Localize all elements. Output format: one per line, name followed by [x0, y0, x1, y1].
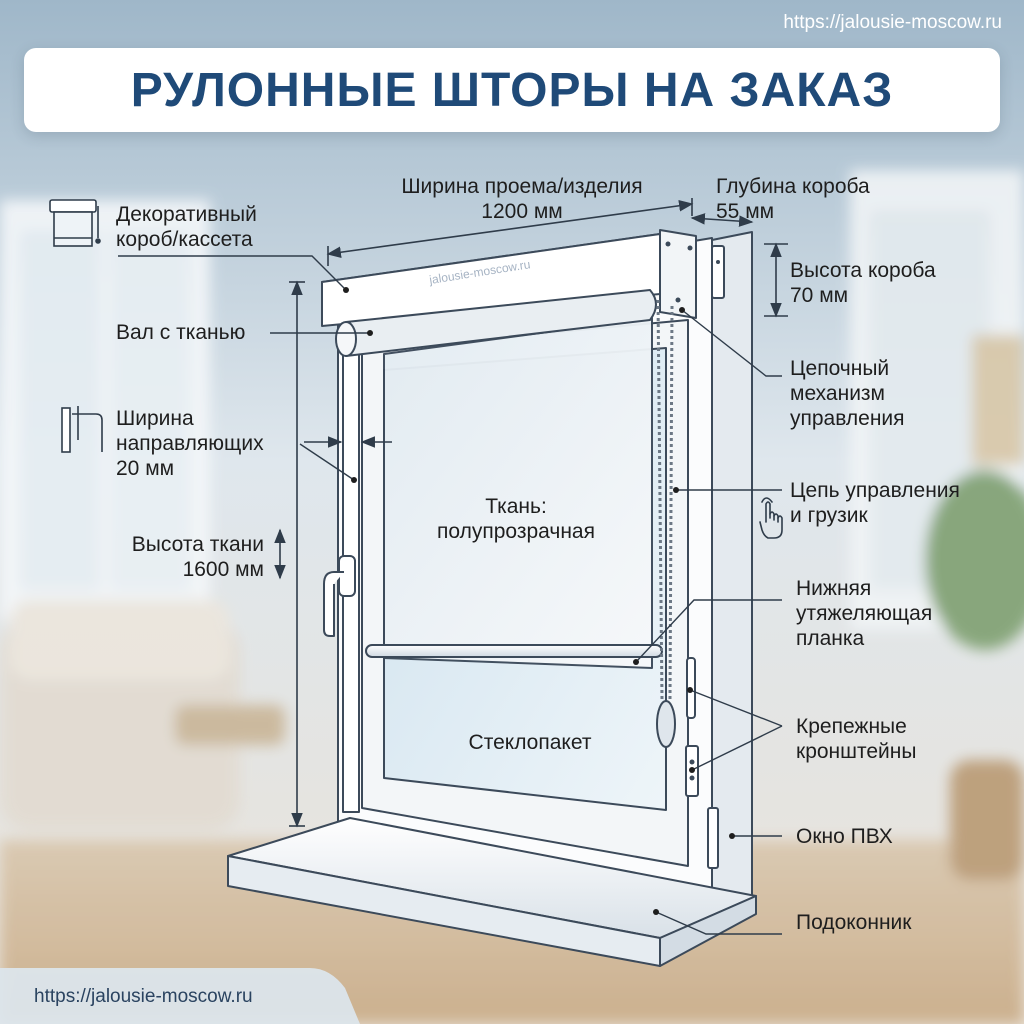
- leader-guide: [299, 443, 355, 481]
- label-fabric: Ткань:полупрозрачная: [437, 495, 595, 543]
- title-banner: РУЛОННЫЕ ШТОРЫ НА ЗАКАЗ: [24, 48, 1000, 132]
- window-handle: [323, 571, 344, 637]
- bottom-weight-bar: [365, 644, 663, 658]
- label-window-sill: Подоконник: [796, 911, 912, 934]
- control-chain-front: [656, 299, 664, 701]
- width-dimension-arrow: [326, 200, 694, 258]
- decor-box-icon: [49, 199, 101, 247]
- leader-chain-mech: [681, 309, 782, 377]
- page-title: РУЛОННЫЕ ШТОРЫ НА ЗАКАЗ: [130, 63, 894, 117]
- leader-decor-box: [118, 255, 347, 291]
- guide-width-icon: [61, 406, 103, 453]
- depth-dimension-arrow: [690, 213, 754, 227]
- touch-hand-icon: [759, 497, 783, 539]
- label-roller: Вал с тканью: [116, 321, 246, 344]
- leader-brackets-b: [691, 725, 783, 771]
- roller-tube-end: [335, 321, 357, 357]
- fixing-bracket-top: [711, 245, 725, 299]
- footer-band: [0, 968, 360, 1024]
- footer-url: https://jalousie-moscow.ru: [34, 986, 253, 1007]
- leader-bottom-bar: [635, 599, 782, 663]
- leader-brackets-a: [689, 689, 783, 727]
- leader-sill: [655, 911, 782, 935]
- end-bracket: [659, 229, 697, 319]
- label-glass: Стеклопакет: [468, 731, 592, 754]
- frame-side-depth: [711, 231, 753, 907]
- chain-weight: [656, 700, 676, 748]
- frame-hinge: [707, 807, 719, 869]
- label-pvc-window: Окно ПВХ: [796, 825, 893, 848]
- top-url-watermark: https://jalousie-moscow.ru: [783, 12, 1002, 33]
- roller-fabric: [383, 317, 653, 669]
- window-sill-end: [659, 895, 757, 967]
- window-handle-base: [338, 555, 356, 597]
